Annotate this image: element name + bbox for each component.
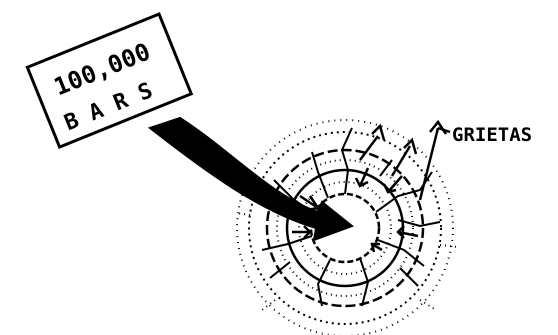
crack-label: GRIETAS xyxy=(452,124,532,146)
crack-pointer-3 xyxy=(420,128,438,200)
crack-callout xyxy=(360,122,450,200)
